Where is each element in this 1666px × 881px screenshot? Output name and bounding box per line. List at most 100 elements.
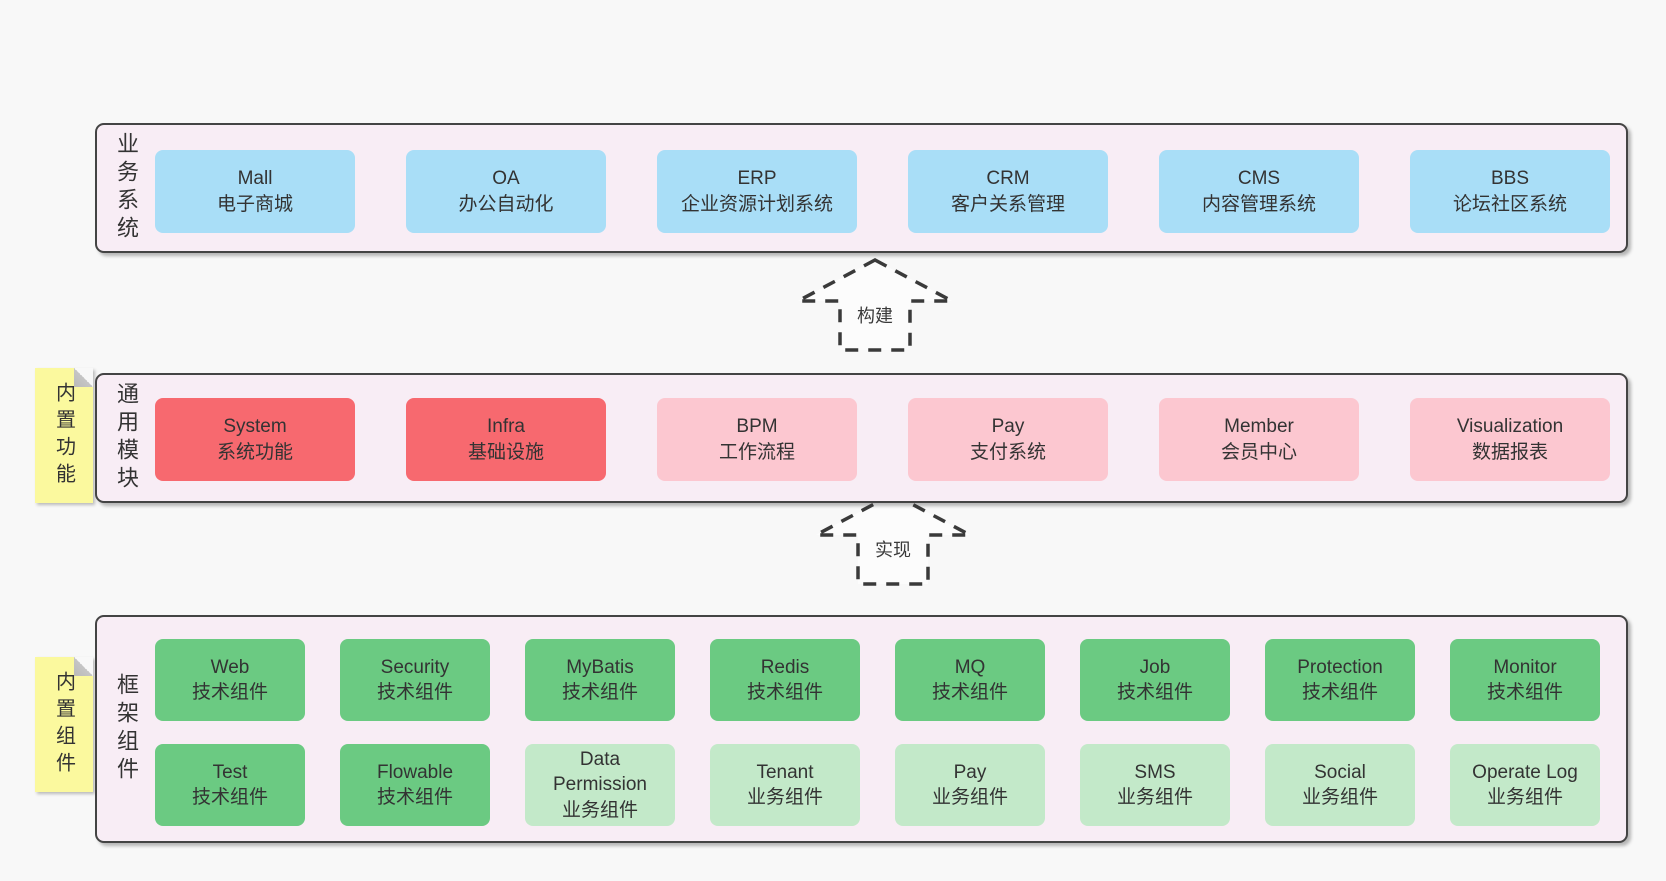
module-box-data-permission: Data Permission 业务组件 bbox=[525, 744, 675, 826]
module-subtitle: 电子商城 bbox=[216, 193, 293, 215]
layer-title-framework-components: 框架组件 bbox=[114, 673, 139, 785]
module-subtitle: 支付系统 bbox=[969, 441, 1046, 463]
module-subtitle: 系统功能 bbox=[216, 441, 293, 463]
module-name: Monitor bbox=[1493, 656, 1557, 678]
module-subtitle: 技术组件 bbox=[746, 682, 823, 703]
build-arrow: 构建 bbox=[795, 257, 955, 353]
module-subtitle: 企业资源计划系统 bbox=[680, 193, 833, 215]
module-subtitle: 技术组件 bbox=[376, 682, 453, 703]
module-box-operate-log: Operate Log 业务组件 bbox=[1450, 744, 1600, 826]
module-name: Web bbox=[210, 656, 250, 678]
module-box-member: Member 会员中心 bbox=[1159, 398, 1359, 481]
module-subtitle: 技术组件 bbox=[1116, 682, 1193, 703]
module-box-mall: Mall 电子商城 bbox=[155, 150, 355, 233]
sticky-note-built-in-features: 内置功能 bbox=[35, 368, 93, 503]
module-name: Job bbox=[1139, 656, 1171, 678]
module-subtitle: 业务组件 bbox=[1116, 787, 1193, 808]
module-box-redis: Redis 技术组件 bbox=[710, 639, 860, 721]
business-systems-box-row: Mall 电子商城 OA 办公自动化 ERP 企业资源计划系统 CRM 客户关系管理 CMS 内容… bbox=[155, 150, 1610, 233]
module-name: MQ bbox=[954, 656, 986, 678]
module-name: MyBatis bbox=[566, 656, 634, 678]
module-name: BPM bbox=[736, 416, 778, 438]
module-box-social: Social 业务组件 bbox=[1265, 744, 1415, 826]
module-box-job: Job 技术组件 bbox=[1080, 639, 1230, 721]
sticky-features-label: 内置功能 bbox=[52, 381, 75, 490]
module-box-erp: ERP 企业资源计划系统 bbox=[657, 150, 857, 233]
module-name: Operate Log bbox=[1472, 761, 1578, 783]
layer-common-modules: 通用模块 System 系统功能 Infra 基础设施 BPM 工作流程 Pay 支付系统 Me… bbox=[95, 373, 1628, 503]
module-name: Pay bbox=[953, 761, 987, 783]
module-box-pay: Pay 业务组件 bbox=[895, 744, 1045, 826]
module-name: Security bbox=[380, 656, 450, 678]
module-name: CMS bbox=[1237, 168, 1281, 190]
build-arrow-label: 构建 bbox=[854, 305, 896, 329]
module-subtitle: 技术组件 bbox=[191, 682, 268, 703]
module-name: BBS bbox=[1490, 168, 1530, 190]
implement-arrow: 实现 bbox=[813, 491, 973, 587]
module-subtitle: 业务组件 bbox=[746, 787, 823, 808]
folded-corner-icon bbox=[74, 657, 93, 676]
module-box-visualization: Visualization 数据报表 bbox=[1410, 398, 1610, 481]
module-box-oa: OA 办公自动化 bbox=[406, 150, 606, 233]
layer-title-common-modules: 通用模块 bbox=[114, 382, 139, 494]
layer-title-business-systems: 业务系统 bbox=[114, 132, 139, 244]
module-box-bpm: BPM 工作流程 bbox=[657, 398, 857, 481]
module-name: System bbox=[223, 416, 287, 438]
module-subtitle: 数据报表 bbox=[1471, 441, 1548, 463]
module-subtitle: 客户关系管理 bbox=[950, 193, 1065, 215]
module-name: Flowable bbox=[376, 761, 454, 783]
module-name: SMS bbox=[1134, 761, 1176, 783]
module-subtitle: 业务组件 bbox=[931, 787, 1008, 808]
module-box-system: System 系统功能 bbox=[155, 398, 355, 481]
module-subtitle: 内容管理系统 bbox=[1201, 193, 1316, 215]
sticky-note-built-in-components: 内置组件 bbox=[35, 657, 93, 792]
module-box-infra: Infra 基础设施 bbox=[406, 398, 606, 481]
module-name: Protection bbox=[1297, 656, 1383, 678]
layer-business-systems: 业务系统 Mall 电子商城 OA 办公自动化 ERP 企业资源计划系统 CRM 客户关系管理… bbox=[95, 123, 1628, 253]
module-subtitle: 业务组件 bbox=[1301, 787, 1378, 808]
module-name: Visualization bbox=[1456, 416, 1564, 438]
module-box-mybatis: MyBatis 技术组件 bbox=[525, 639, 675, 721]
module-name: Infra bbox=[486, 416, 526, 438]
module-box-mq: MQ 技术组件 bbox=[895, 639, 1045, 721]
module-subtitle: 基础设施 bbox=[467, 441, 544, 463]
module-name: Redis bbox=[760, 656, 810, 678]
module-subtitle: 工作流程 bbox=[718, 441, 795, 463]
module-box-security: Security 技术组件 bbox=[340, 639, 490, 721]
module-name: Tenant bbox=[756, 761, 814, 783]
module-name: Test bbox=[212, 761, 248, 783]
implement-arrow-label: 实现 bbox=[872, 539, 914, 563]
module-subtitle: 技术组件 bbox=[1301, 682, 1378, 703]
module-subtitle: 业务组件 bbox=[561, 799, 638, 821]
module-subtitle: 技术组件 bbox=[191, 787, 268, 808]
sticky-components-label: 内置组件 bbox=[52, 670, 75, 779]
module-box-protection: Protection 技术组件 bbox=[1265, 639, 1415, 721]
module-name: Mall bbox=[237, 168, 273, 190]
module-box-monitor: Monitor 技术组件 bbox=[1450, 639, 1600, 721]
folded-corner-icon bbox=[74, 368, 93, 387]
common-modules-box-row: System 系统功能 Infra 基础设施 BPM 工作流程 Pay 支付系统 Member 会… bbox=[155, 398, 1610, 481]
module-box-sms: SMS 业务组件 bbox=[1080, 744, 1230, 826]
module-name: Member bbox=[1224, 416, 1294, 438]
module-subtitle: 业务组件 bbox=[1486, 787, 1563, 808]
module-name: CRM bbox=[986, 168, 1030, 190]
module-name: Social bbox=[1314, 761, 1366, 783]
module-subtitle: 论坛社区系统 bbox=[1452, 193, 1567, 215]
module-subtitle: 会员中心 bbox=[1220, 441, 1297, 463]
module-box-bbs: BBS 论坛社区系统 bbox=[1410, 150, 1610, 233]
module-subtitle: 办公自动化 bbox=[458, 193, 554, 215]
module-name: OA bbox=[492, 168, 520, 190]
module-box-pay: Pay 支付系统 bbox=[908, 398, 1108, 481]
module-subtitle: 技术组件 bbox=[561, 682, 638, 703]
module-box-web: Web 技术组件 bbox=[155, 639, 305, 721]
module-name: Pay bbox=[991, 416, 1025, 438]
module-name: ERP bbox=[737, 168, 777, 190]
module-box-crm: CRM 客户关系管理 bbox=[908, 150, 1108, 233]
module-subtitle: 技术组件 bbox=[1486, 682, 1563, 703]
module-subtitle: 技术组件 bbox=[931, 682, 1008, 703]
module-name: Data Permission bbox=[553, 749, 647, 796]
